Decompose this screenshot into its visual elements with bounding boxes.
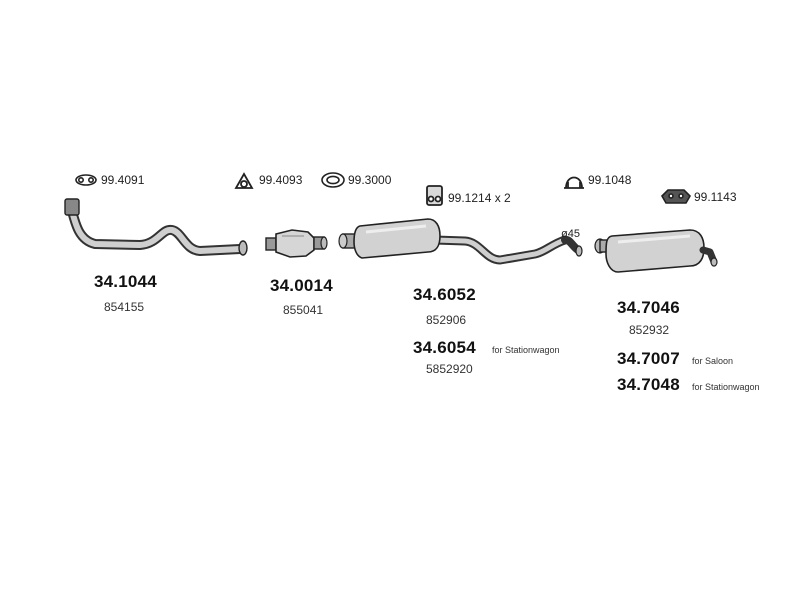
- front-pipe-part-number: 34.1044: [94, 272, 157, 291]
- rear-silencer-drawing: [594, 229, 718, 273]
- rear-silencer-oem: 852932: [629, 323, 670, 337]
- pipe-diameter-label: ø45: [561, 228, 580, 240]
- round-gasket-number: 99.3000: [348, 173, 392, 187]
- triangle-gasket-number: 99.4093: [259, 173, 303, 187]
- middle-silencer-wagon-part-number: 34.6054: [413, 338, 476, 357]
- rear-silencer-wagon-note: for Stationwagon: [692, 382, 760, 392]
- rear-silencer-wagon-part-number: 34.7048: [617, 375, 680, 394]
- front-pipe-drawing: [64, 198, 248, 256]
- triangle-gasket-icon: [234, 172, 254, 189]
- clamp-icon: [564, 176, 584, 189]
- round-gasket-icon: [321, 172, 345, 188]
- rear-silencer-saloon-part-number: 34.7007: [617, 349, 680, 368]
- middle-silencer-wagon-note: for Stationwagon: [492, 345, 560, 355]
- rubber-hanger-number: 99.1214 x 2: [448, 191, 511, 205]
- middle-silencer-drawing: [338, 218, 583, 265]
- middle-silencer-oem: 852906: [426, 313, 467, 327]
- clamp-ring-number: 99.4091: [101, 173, 145, 187]
- catalyst-part-number: 34.0014: [270, 276, 333, 295]
- clamp-number: 99.1048: [588, 173, 632, 187]
- rubber-hanger-icon: [426, 185, 443, 206]
- front-pipe-oem: 854155: [104, 300, 145, 314]
- catalyst-drawing: [265, 229, 328, 258]
- middle-silencer-wagon-oem: 5852920: [426, 362, 473, 376]
- middle-silencer-part-number: 34.6052: [413, 285, 476, 304]
- clamp-ring-icon: [75, 174, 97, 186]
- catalyst-oem: 855041: [283, 303, 324, 317]
- mount-bracket-number: 99.1143: [694, 190, 737, 204]
- rear-silencer-saloon-note: for Saloon: [692, 356, 734, 366]
- mount-bracket-icon: [661, 189, 691, 204]
- rear-silencer-part-number: 34.7046: [617, 298, 680, 317]
